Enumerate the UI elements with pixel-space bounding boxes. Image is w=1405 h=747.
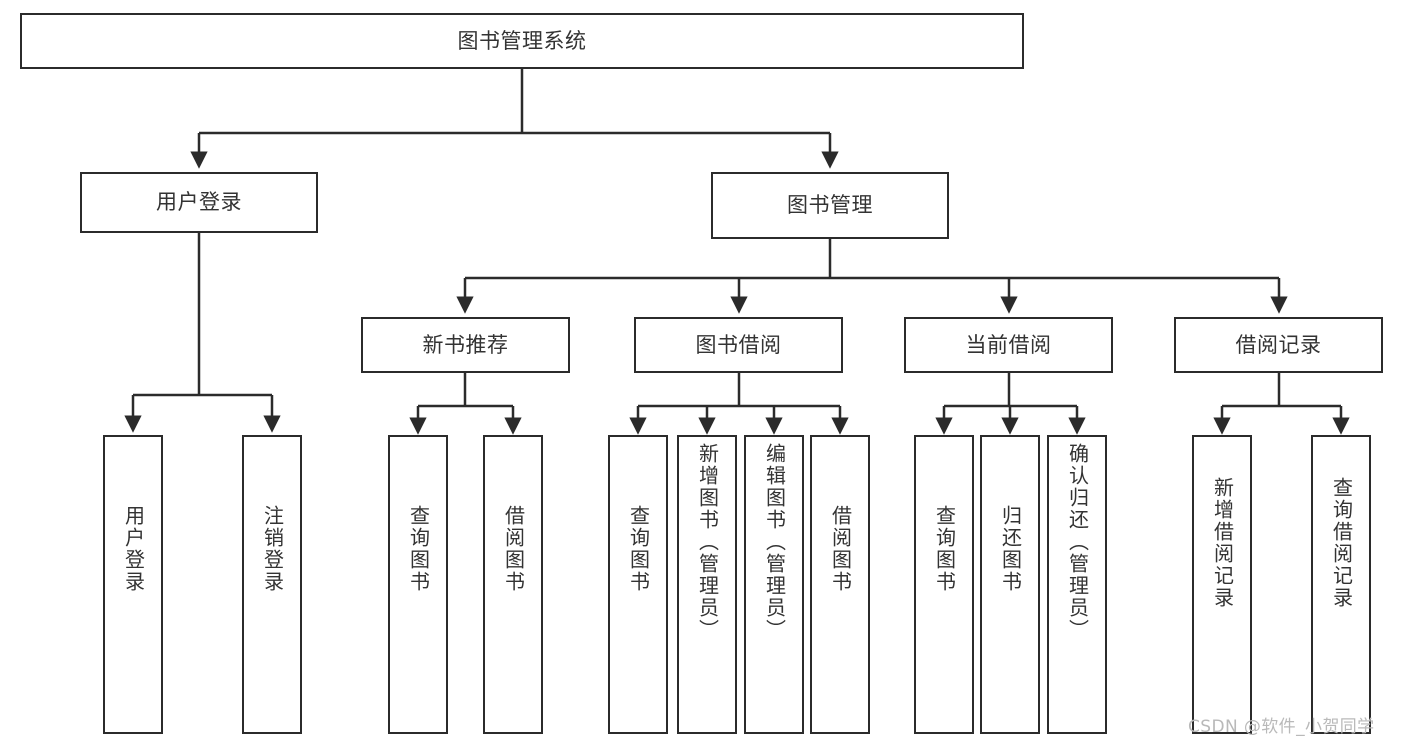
leaf-borrow-record-query-record[interactable]: 查询借阅记录 xyxy=(1311,435,1371,734)
node-label: 查询图书 xyxy=(406,505,431,593)
leaf-book-borrow-add-book-admin[interactable]: 新增图书（管理员） xyxy=(677,435,737,734)
node-label: 查询图书 xyxy=(932,505,957,593)
node-root-book-management-system[interactable]: 图书管理系统 xyxy=(20,13,1024,69)
csdn-watermark: CSDN @软件_小贺同学 xyxy=(1188,717,1375,737)
node-label: 用户登录 xyxy=(156,190,242,215)
node-label: 借阅图书 xyxy=(501,505,526,593)
leaf-borrow-record-add-record[interactable]: 新增借阅记录 xyxy=(1192,435,1252,734)
node-label: 确认归还（管理员） xyxy=(1065,443,1090,641)
leaf-new-book-borrow-book[interactable]: 借阅图书 xyxy=(483,435,543,734)
node-label: 查询借阅记录 xyxy=(1329,477,1354,609)
node-label: 借阅记录 xyxy=(1235,332,1322,357)
node-label: 新书推荐 xyxy=(422,332,509,357)
node-label: 图书管理系统 xyxy=(457,28,587,53)
node-label: 查询图书 xyxy=(626,505,651,593)
node-label: 新增图书（管理员） xyxy=(695,443,720,641)
node-label: 归还图书 xyxy=(998,505,1023,593)
node-user-login[interactable]: 用户登录 xyxy=(80,172,318,233)
leaf-book-borrow-edit-book-admin[interactable]: 编辑图书（管理员） xyxy=(744,435,804,734)
node-label: 注销登录 xyxy=(260,505,285,593)
node-label: 图书借阅 xyxy=(695,332,782,357)
node-label: 用户登录 xyxy=(121,505,146,593)
node-label: 编辑图书（管理员） xyxy=(762,443,787,641)
leaf-user-login-login[interactable]: 用户登录 xyxy=(103,435,163,734)
node-current-borrow[interactable]: 当前借阅 xyxy=(904,317,1113,373)
node-label: 新增借阅记录 xyxy=(1210,477,1235,609)
leaf-user-login-logout[interactable]: 注销登录 xyxy=(242,435,302,734)
leaf-book-borrow-query-book[interactable]: 查询图书 xyxy=(608,435,668,734)
leaf-current-borrow-return-book[interactable]: 归还图书 xyxy=(980,435,1040,734)
node-label: 图书管理 xyxy=(787,193,873,218)
leaf-current-borrow-query-book[interactable]: 查询图书 xyxy=(914,435,974,734)
node-borrow-record[interactable]: 借阅记录 xyxy=(1174,317,1383,373)
node-label: 借阅图书 xyxy=(828,505,853,593)
node-book-borrow[interactable]: 图书借阅 xyxy=(634,317,843,373)
node-book-management[interactable]: 图书管理 xyxy=(711,172,949,239)
leaf-book-borrow-borrow-book[interactable]: 借阅图书 xyxy=(810,435,870,734)
node-new-book-recommend[interactable]: 新书推荐 xyxy=(361,317,570,373)
leaf-current-borrow-confirm-return-admin[interactable]: 确认归还（管理员） xyxy=(1047,435,1107,734)
leaf-new-book-query-book[interactable]: 查询图书 xyxy=(388,435,448,734)
node-label: 当前借阅 xyxy=(965,332,1052,357)
